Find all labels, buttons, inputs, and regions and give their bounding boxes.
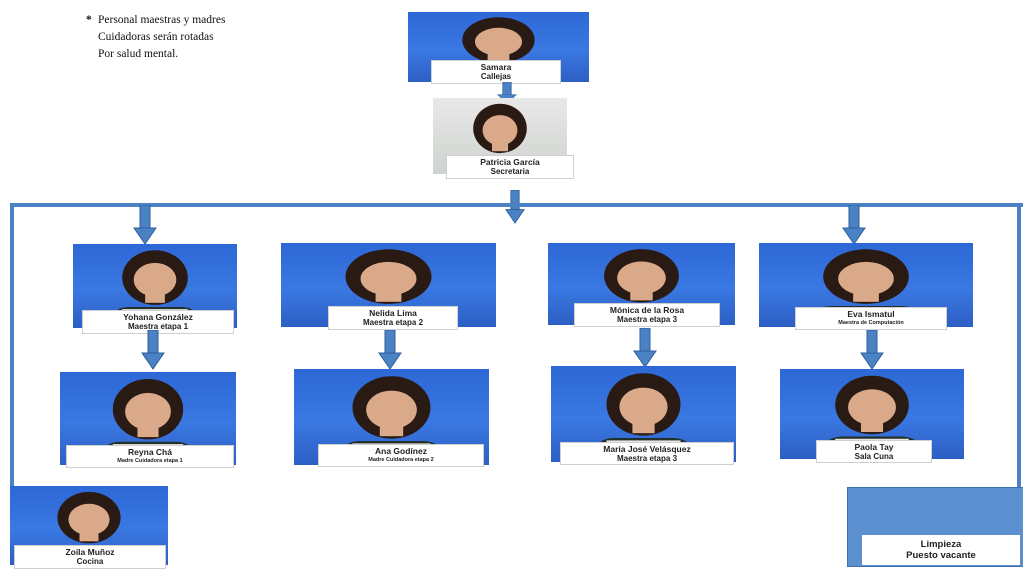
teacher-label: Eva Ismatul Maestra de Computación: [795, 307, 947, 330]
caregiver-name: Ana Godínez: [375, 446, 427, 456]
teacher-role: Maestra etapa 1: [127, 322, 189, 331]
note-line: Personal maestras y madres: [98, 14, 226, 26]
caregiver-label: Reyna Chá Madre Cuidadora etapa 1: [66, 445, 234, 468]
caregiver-role: Madre Cuidadora etapa 2: [368, 457, 434, 463]
note-line: Por salud mental.: [98, 48, 179, 60]
arrow-down-icon: [378, 330, 402, 370]
caregiver-label: María José Velásquez Maestra etapa 3: [560, 442, 734, 465]
teacher-role: Maestra etapa 3: [616, 315, 678, 324]
director-label: Samara Callejas: [431, 60, 561, 84]
director-role: Callejas: [480, 72, 512, 81]
connector-left-vertical: [10, 203, 14, 488]
cook-label: Zoila Muñoz Cocina: [14, 545, 166, 569]
teacher-label: Nelida Lima Maestra etapa 2: [328, 306, 458, 330]
secretary-label: Patricia García Secretaria: [446, 155, 574, 179]
cook-role: Cocina: [76, 557, 104, 566]
cook-name: Zoila Muñoz: [65, 547, 115, 557]
secretary-name: Patricia García: [480, 157, 540, 167]
connector-bus: [10, 203, 1023, 207]
caregiver-role: Maestra etapa 3: [616, 454, 678, 463]
caregiver-name: Reyna Chá: [128, 447, 172, 457]
cleaning-status: Puesto vacante: [906, 550, 976, 561]
note-asterisk: *: [86, 14, 92, 26]
caregiver-label: Ana Godínez Madre Cuidadora etapa 2: [318, 444, 484, 467]
staff-note: * Personal maestras y madres Cuidadoras …: [86, 12, 358, 63]
secretary-role: Secretaria: [490, 167, 530, 176]
vacant-position-label: Limpieza Puesto vacante: [862, 535, 1020, 565]
connector-right-vertical: [1017, 203, 1021, 488]
arrow-down-icon: [860, 330, 884, 370]
arrow-down-icon: [133, 205, 157, 245]
teacher-name: Eva Ismatul: [847, 309, 895, 319]
caregiver-role: Sala Cuna: [854, 452, 894, 461]
teacher-name: Yohana González: [123, 312, 193, 322]
teacher-role: Maestra de Computación: [838, 320, 904, 326]
caregiver-label: Paola Tay Sala Cuna: [816, 440, 932, 463]
arrow-down-icon: [842, 205, 866, 245]
note-line: Cuidadoras serán rotadas: [98, 31, 214, 43]
cleaning-title: Limpieza: [920, 539, 962, 550]
teacher-name: Mónica de la Rosa: [609, 305, 685, 315]
teacher-role: Maestra etapa 2: [362, 318, 424, 327]
caregiver-role: Madre Cuidadora etapa 1: [117, 458, 183, 464]
caregiver-name: Paola Tay: [854, 442, 894, 452]
arrow-down-icon: [141, 330, 165, 370]
arrow-down-icon: [505, 190, 525, 224]
teacher-label: Mónica de la Rosa Maestra etapa 3: [574, 303, 720, 327]
director-name: Samara: [480, 62, 512, 72]
teacher-name: Nelida Lima: [369, 308, 417, 318]
arrow-down-icon: [633, 328, 657, 368]
caregiver-name: María José Velásquez: [603, 444, 691, 454]
